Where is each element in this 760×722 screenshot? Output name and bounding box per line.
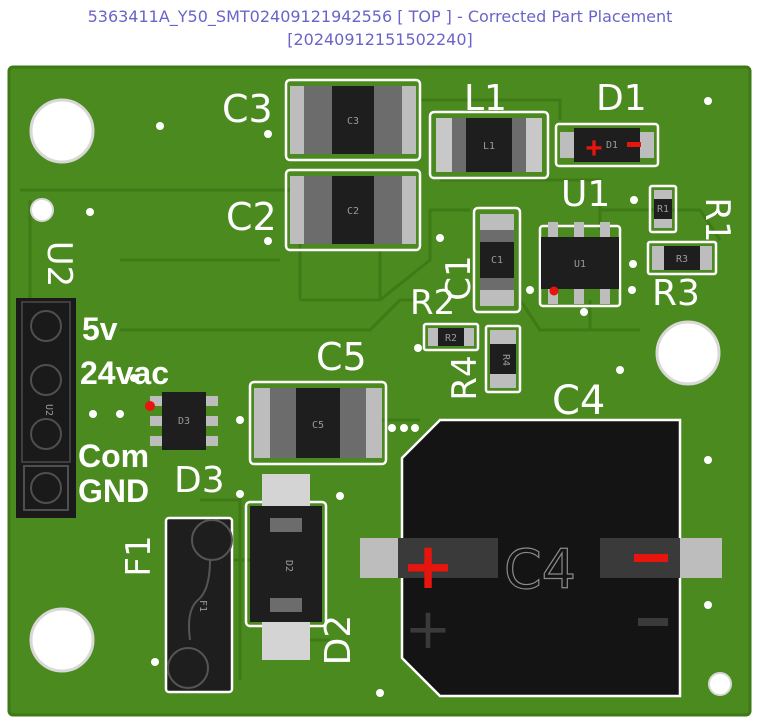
component-l1[interactable]: L1 xyxy=(428,110,550,180)
l1-package-label: L1 xyxy=(483,141,495,152)
r2-package-label: R2 xyxy=(445,333,457,344)
u2-package-label: U2 xyxy=(43,404,54,416)
connector-label-5v: 5v xyxy=(82,311,118,347)
mounting-holes xyxy=(29,98,732,696)
f1-ref-label: F1 xyxy=(119,535,159,576)
component-d3[interactable]: D3 xyxy=(145,392,218,450)
d3-pin1-marker xyxy=(145,401,155,411)
d1-package-label: D1 xyxy=(606,140,618,151)
u1-package-label: U1 xyxy=(574,259,586,270)
d1-plus-marker: + xyxy=(585,132,603,165)
u1-pin1-marker xyxy=(549,286,559,296)
component-r4[interactable]: R4 xyxy=(484,324,522,394)
c4-package-label: C4 xyxy=(504,538,576,601)
component-r1[interactable]: R1 xyxy=(648,184,678,234)
d1-ref-label: D1 xyxy=(596,78,647,119)
r1-ref-label: R1 xyxy=(697,197,737,242)
d2-ref-label: D2 xyxy=(318,615,359,666)
c1-package-label: C1 xyxy=(491,255,503,266)
u2-ref-label: U2 xyxy=(39,241,79,288)
header-title: 5363411A_Y50_SMT02409121942556 [ TOP ] -… xyxy=(87,7,673,26)
f1-package-label: F1 xyxy=(197,600,208,612)
connector-label-com: Com xyxy=(78,438,149,474)
component-c4[interactable]: C4 + + xyxy=(360,418,722,698)
r4-ref-label: R4 xyxy=(445,355,485,400)
r4-package-label: R4 xyxy=(500,354,511,366)
u1-ref-label: U1 xyxy=(561,174,610,215)
component-u1[interactable]: U1 xyxy=(538,222,622,308)
c4-plus-silk: + xyxy=(405,597,452,662)
component-c1[interactable]: C1 xyxy=(472,206,522,314)
c5-package-label: C5 xyxy=(312,420,324,431)
component-f1[interactable]: F1 xyxy=(164,516,234,694)
c5-ref-label: C5 xyxy=(316,335,367,379)
connector-label-24vac: 24vac xyxy=(80,355,169,391)
component-d1[interactable]: D1 + xyxy=(554,122,660,168)
component-r3[interactable]: R3 xyxy=(646,240,718,276)
header-timestamp: [20240912151502240] xyxy=(287,30,473,49)
c4-minus-marker xyxy=(634,554,668,562)
l1-ref-label: L1 xyxy=(464,78,507,119)
connector-label-gnd: GND xyxy=(78,473,149,509)
c2-package-label: C2 xyxy=(347,206,359,217)
component-r2[interactable]: R2 xyxy=(422,322,480,352)
vias xyxy=(86,97,712,697)
c3-package-label: C3 xyxy=(347,116,359,127)
component-u2[interactable]: U2 xyxy=(16,298,76,518)
c4-minus-silk xyxy=(638,618,668,626)
r2-ref-label: R2 xyxy=(410,283,455,323)
r3-package-label: R3 xyxy=(676,254,688,265)
c3-ref-label: C3 xyxy=(222,87,273,131)
component-c2[interactable]: C2 xyxy=(284,168,422,252)
c4-ref-label: C4 xyxy=(552,378,605,424)
component-c5[interactable]: C5 xyxy=(248,380,388,466)
component-d2[interactable]: D2 xyxy=(244,474,328,660)
r3-ref-label: R3 xyxy=(652,273,700,314)
d2-package-label: D2 xyxy=(283,560,294,572)
component-c3[interactable]: C3 xyxy=(284,78,422,162)
d3-ref-label: D3 xyxy=(174,460,225,501)
d1-minus-marker xyxy=(627,142,641,147)
c2-ref-label: C2 xyxy=(226,195,277,239)
r1-package-label: R1 xyxy=(657,204,669,215)
c1-ref-label: C1 xyxy=(439,255,479,300)
d3-package-label: D3 xyxy=(178,416,190,427)
c4-plus-marker: + xyxy=(401,530,455,604)
